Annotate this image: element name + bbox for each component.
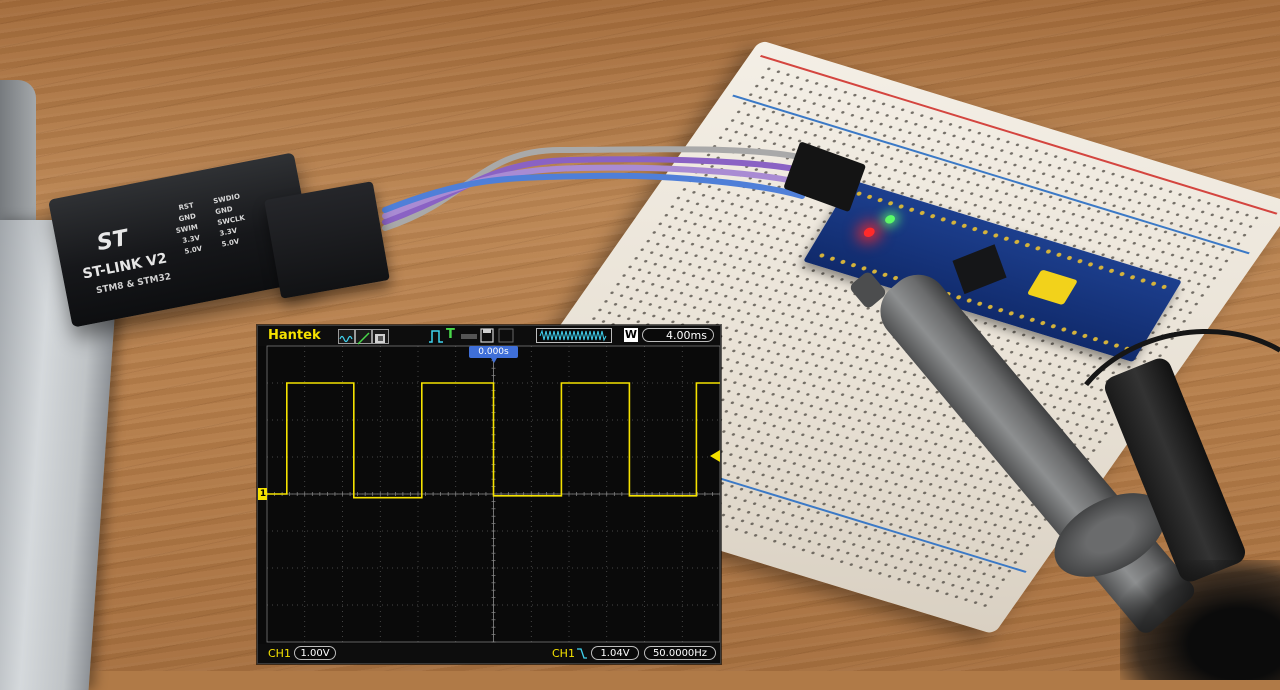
st-logo: ST: [94, 225, 130, 257]
female-header-connector: [784, 142, 866, 212]
timebase-readout[interactable]: 4.00ms: [642, 328, 714, 342]
acquisition-mode-badge[interactable]: W: [624, 328, 638, 342]
trigger-time-badge: 0.000s: [469, 346, 518, 358]
memory-bar-icon: [536, 328, 612, 343]
st-link-cable-connector: [264, 181, 390, 299]
oscilloscope-screen: Hantek T W 4.00ms: [257, 325, 721, 664]
display-icon[interactable]: [372, 329, 389, 344]
ch1-volts-per-div[interactable]: 1.00V: [294, 646, 336, 660]
trigger-position-marker: [491, 358, 497, 363]
trigger-level-marker: [710, 450, 720, 462]
dupont-wires: [382, 142, 866, 231]
ch1-waveform-trace: [267, 382, 720, 499]
cursor-icon[interactable]: [355, 329, 372, 345]
scope-bottom-bar: CH1 1.00V CH1 1.04V 50.0000Hz: [258, 644, 720, 663]
frequency-readout: 50.0000Hz: [644, 646, 716, 660]
print-icon[interactable]: [460, 331, 478, 341]
brand-label: Hantek: [268, 328, 321, 343]
trigger-level-readout[interactable]: 1.04V: [591, 646, 639, 660]
t-trigger-icon[interactable]: T: [446, 327, 455, 342]
st-link-pinout: RST GND SWIM 3.3V 5.0V SWDIO GND SWCLK 3…: [169, 192, 251, 274]
ch1-marker-label: 1: [259, 489, 267, 499]
save-icon[interactable]: [480, 328, 494, 343]
scope-top-bar: Hantek T W 4.00ms: [258, 326, 720, 346]
usb-icon[interactable]: [498, 328, 514, 343]
pulse-trigger-icon[interactable]: [428, 329, 444, 343]
waveform-display: [258, 345, 720, 643]
ch1-ground-marker: [258, 488, 267, 500]
wire-blue: [382, 172, 805, 213]
probe-handle-shadow: [1120, 560, 1280, 680]
falling-edge-icon: [577, 648, 587, 659]
ch1-label: CH1: [268, 647, 291, 660]
trigger-source-label: CH1: [552, 647, 575, 660]
waveform-icon[interactable]: [338, 329, 355, 344]
